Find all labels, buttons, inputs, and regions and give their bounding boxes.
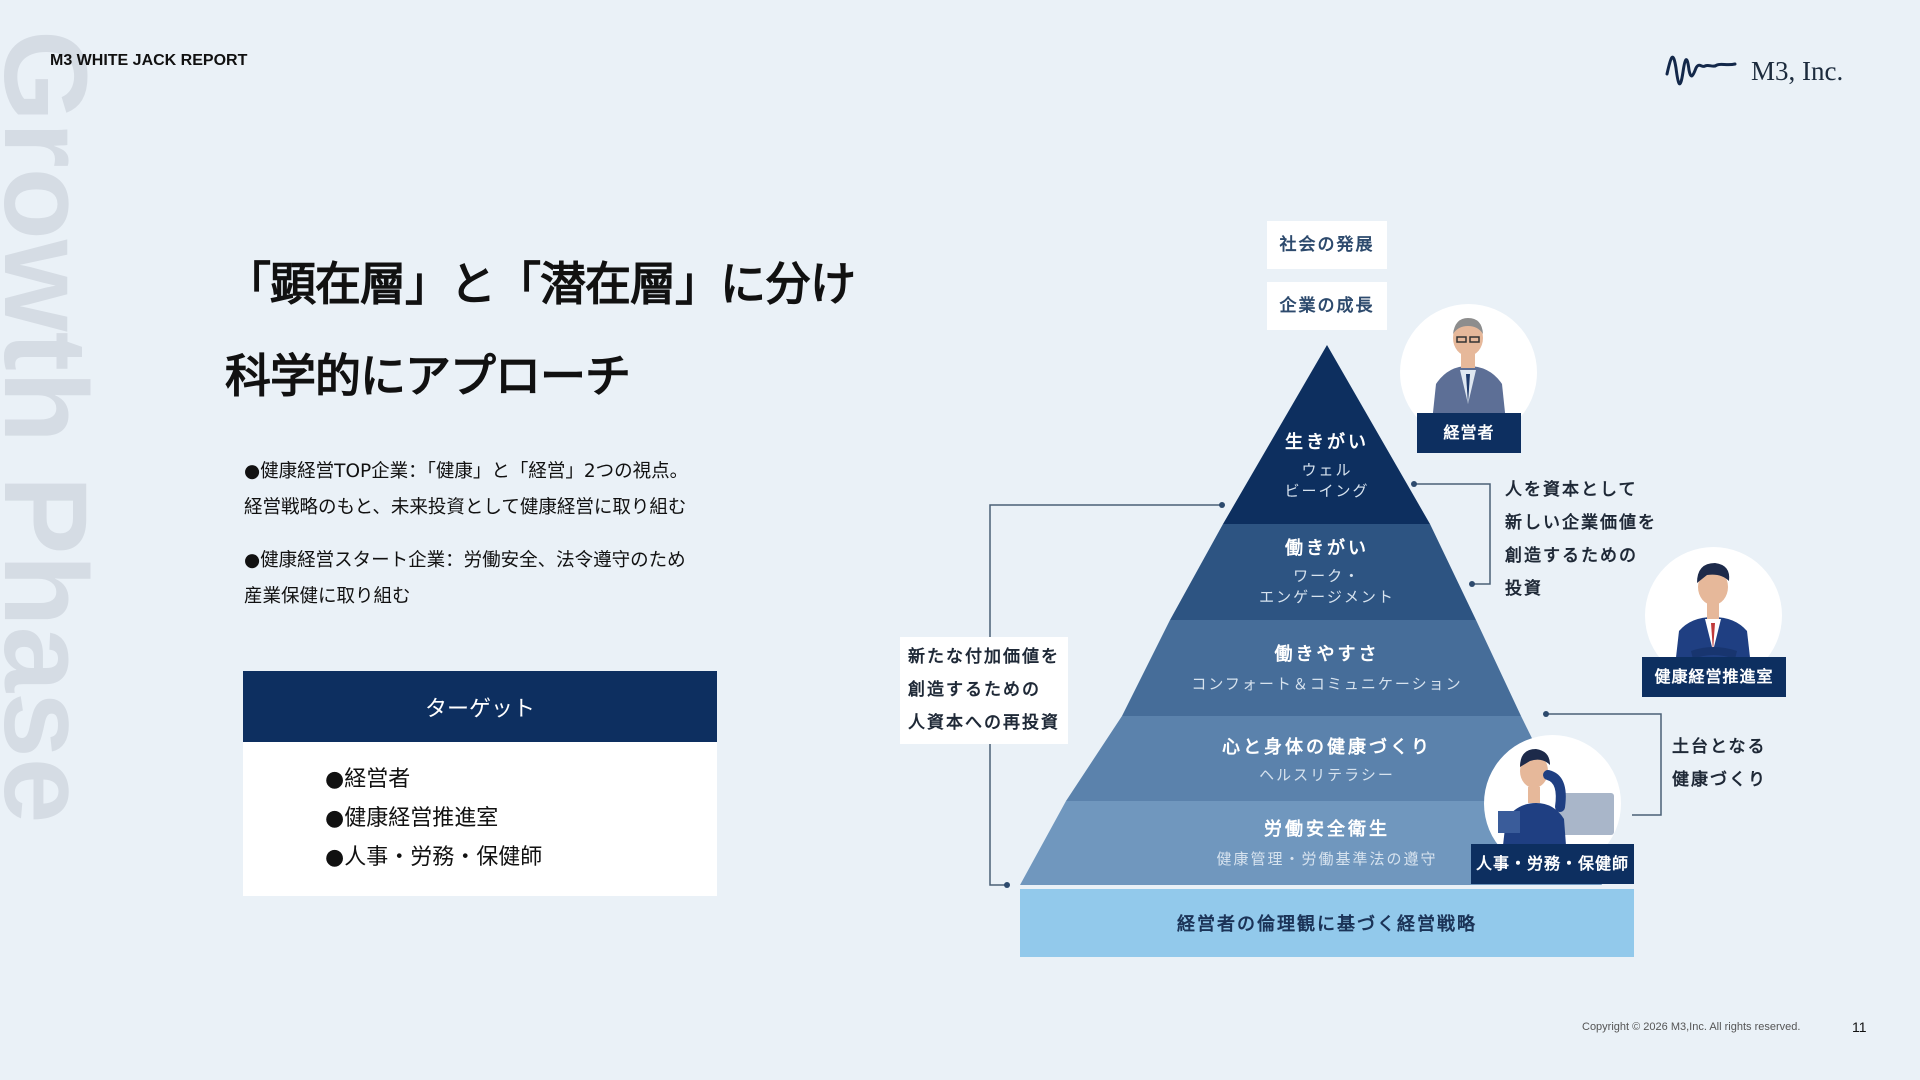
level-3-sub: コンフォート＆コミュニケーション (1191, 675, 1463, 693)
bullet-line: ●健康経営スタート企業：労働安全、法令遵守のため (244, 550, 686, 571)
role-tag-executive: 経営者 (1417, 413, 1521, 453)
pyramid-level-5 (1020, 801, 1602, 885)
annotation-line: 投資 (1505, 579, 1543, 599)
annotation-line: 人を資本として (1505, 480, 1638, 500)
growth-phase-watermark: Growth Phase (0, 30, 111, 824)
annotation-line: 創造するための (1505, 546, 1638, 566)
annotation-line: 新しい企業価値を (1505, 513, 1657, 533)
brand-name: M3, Inc. (1751, 55, 1844, 86)
pyramid-level-1 (1223, 345, 1430, 524)
pyramid-level-2 (1170, 524, 1476, 620)
level-2-sub: エンゲージメント (1259, 588, 1395, 606)
level-1-sub: ウェル (1301, 461, 1353, 479)
target-item: ●健康経営推進室 (325, 806, 499, 831)
pyramid-level-4 (1066, 716, 1563, 801)
title-line-2: 科学的にアプローチ (225, 349, 631, 403)
pyramid-level-3 (1122, 620, 1521, 716)
role-tag-health-office: 健康経営推進室 (1642, 657, 1786, 697)
level-4-sub: ヘルスリテラシー (1259, 766, 1395, 784)
level-5-text: 労働安全衛生 健康管理・労働基準法の遵守 (1127, 815, 1527, 870)
level-2-text: 働きがい ワーク・ エンゲージメント (1177, 534, 1477, 608)
target-list: ●経営者 ●健康経営推進室 ●人事・労務・保健師 (243, 742, 717, 877)
right-bracket-bottom-line (1546, 713, 1662, 816)
right-bracket-top-line (1414, 483, 1491, 585)
annotation-line: 土台となる (1672, 737, 1767, 757)
page-number: 11 (1852, 1019, 1867, 1035)
annotation-line: 新たな付加価値を (908, 647, 1060, 667)
title-line-1: 「顕在層」と「潜在層」に分け (225, 257, 856, 311)
level-3-text: 働きやすさ コンフォート＆コミュニケーション (1127, 640, 1527, 695)
level-3-title: 働きやすさ (1274, 644, 1380, 665)
bullet-line: 産業保健に取り組む (244, 586, 411, 607)
annotation-line: 健康づくり (1672, 770, 1767, 790)
target-item: ●経営者 (325, 767, 411, 792)
foundation-bar: 経営者の倫理観に基づく経営戦略 (1020, 889, 1634, 957)
annotation-line: 創造するための (908, 680, 1041, 700)
m3-wave-icon (1665, 55, 1737, 86)
bullet-item: ●健康経営スタート企業：労働安全、法令遵守のため 産業保健に取り組む (244, 543, 688, 615)
level-2-sub: ワーク・ (1293, 567, 1361, 585)
level-1-text: 生きがい ウェル ビーイング (1227, 428, 1427, 502)
level-1-sub: ビーイング (1284, 482, 1370, 500)
right-annotation-bottom: 土台となる 健康づくり (1672, 731, 1767, 797)
m3-logo: M3, Inc. (1665, 46, 1843, 96)
bullet-line: 経営戦略のもと、未来投資として健康経営に取り組む (244, 497, 687, 518)
level-5-sub: 健康管理・労働基準法の遵守 (1216, 850, 1438, 868)
level-5-title: 労働安全衛生 (1264, 819, 1390, 840)
copyright: Copyright © 2026 M3,Inc. All rights rese… (1582, 1021, 1801, 1033)
top-label-society: 社会の発展 (1267, 221, 1387, 269)
level-2-title: 働きがい (1285, 538, 1369, 559)
target-item: ●人事・労務・保健師 (325, 845, 543, 870)
annotation-line: 人資本への再投資 (908, 713, 1060, 733)
bullet-line: ●健康経営TOP企業：「健康」と「経営」2つの視点。 (244, 461, 689, 482)
report-label: M3 WHITE JACK REPORT (50, 52, 248, 69)
target-heading: ターゲット (243, 671, 717, 742)
role-tag-hr: 人事・労務・保健師 (1471, 844, 1634, 884)
target-box: ターゲット ●経営者 ●健康経営推進室 ●人事・労務・保健師 (243, 671, 717, 896)
level-4-text: 心と身体の健康づくり ヘルスリテラシー (1127, 733, 1527, 786)
level-1-title: 生きがい (1285, 432, 1369, 453)
right-annotation-top: 人を資本として 新しい企業価値を 創造するための 投資 (1505, 474, 1657, 606)
left-annotation: 新たな付加価値を 創造するための 人資本への再投資 (900, 637, 1068, 744)
level-4-title: 心と身体の健康づくり (1222, 737, 1432, 758)
bullet-list: ●健康経営TOP企業：「健康」と「経営」2つの視点。 経営戦略のもと、未来投資と… (244, 454, 688, 632)
top-label-company: 企業の成長 (1267, 282, 1387, 330)
bullet-item: ●健康経営TOP企業：「健康」と「経営」2つの視点。 経営戦略のもと、未来投資と… (244, 454, 688, 526)
page-title: 「顕在層」と「潜在層」に分け 科学的にアプローチ (225, 238, 856, 422)
